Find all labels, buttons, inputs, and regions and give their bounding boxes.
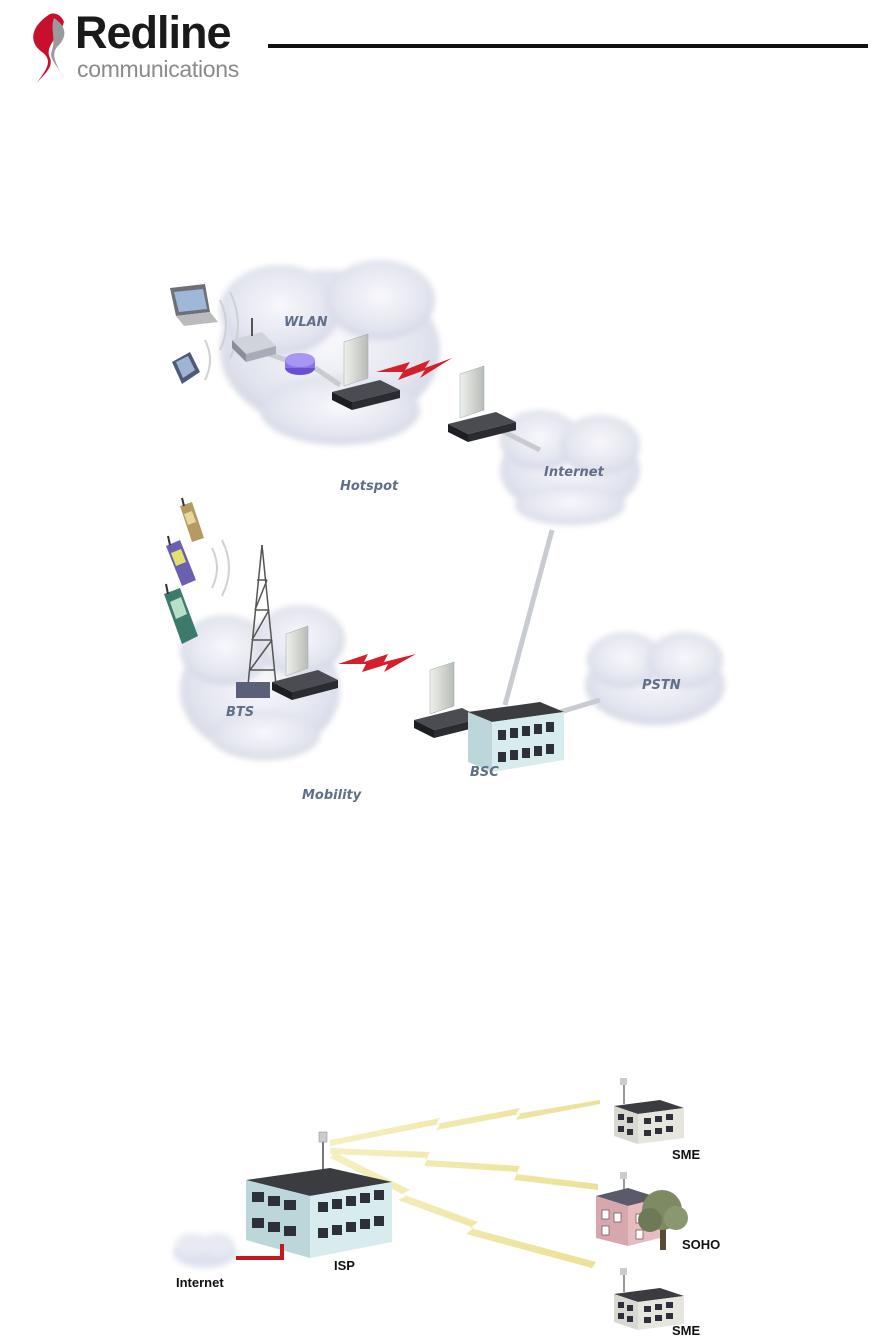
pstn-label: PSTN xyxy=(642,678,681,693)
router-icon xyxy=(285,353,315,375)
hotspot-label: Hotspot xyxy=(340,479,399,494)
cell-phone-icon xyxy=(180,498,204,542)
wireless-beam-icon xyxy=(330,1100,600,1146)
wlan-label: WLAN xyxy=(284,315,328,330)
isp-label: ISP xyxy=(334,1258,355,1273)
bts-label: BTS xyxy=(226,705,254,720)
mobile-signal-icon xyxy=(212,540,229,596)
internet-label: Internet xyxy=(544,465,605,480)
panel-antenna-icon xyxy=(460,366,484,418)
mobility-label: Mobility xyxy=(302,788,362,803)
bsc-label: BSC xyxy=(470,765,499,780)
bsc-building-icon xyxy=(468,702,564,772)
radio-link-icon xyxy=(338,654,416,672)
bts-cabinet-icon xyxy=(236,682,270,698)
sme-building-icon xyxy=(614,1078,684,1144)
cell-phone-icon xyxy=(166,536,196,586)
internet-small-label: Internet xyxy=(176,1275,224,1290)
sme-bottom-label: SME xyxy=(672,1323,701,1337)
cell-phone-icon xyxy=(164,584,198,644)
sme-top-label: SME xyxy=(672,1147,701,1162)
laptop-icon xyxy=(170,284,218,326)
panel-antenna-icon xyxy=(344,334,368,386)
panel-antenna-icon xyxy=(286,626,308,676)
pda-icon xyxy=(172,352,200,384)
internet-small-cloud xyxy=(173,1233,237,1268)
panel-antenna-icon xyxy=(430,662,454,714)
sme-building-icon xyxy=(614,1268,684,1330)
soho-label: SOHO xyxy=(682,1237,720,1252)
